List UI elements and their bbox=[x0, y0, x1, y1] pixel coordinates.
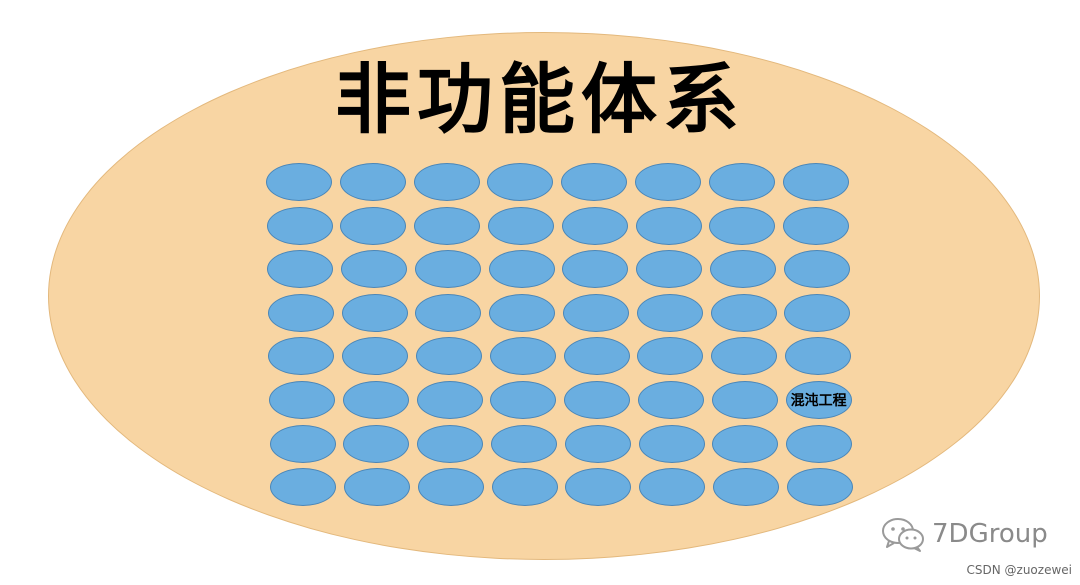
component-cell bbox=[340, 206, 407, 245]
component-cell bbox=[563, 293, 629, 332]
component-cell bbox=[639, 468, 706, 507]
component-cell bbox=[711, 381, 778, 419]
component-cell bbox=[562, 250, 629, 289]
component-cell bbox=[344, 468, 410, 507]
component-cell bbox=[490, 381, 557, 419]
component-cell bbox=[413, 163, 480, 201]
component-cell bbox=[491, 468, 558, 507]
component-cell bbox=[269, 381, 335, 419]
component-cell bbox=[270, 468, 337, 507]
component-cell bbox=[342, 337, 409, 376]
component-cell bbox=[416, 337, 482, 376]
watermark-text: 7DGroup bbox=[932, 519, 1048, 549]
component-cell bbox=[417, 424, 484, 463]
component-cell bbox=[341, 250, 407, 289]
credit-text: CSDN @zuozewei bbox=[966, 563, 1073, 577]
component-cell bbox=[564, 381, 631, 419]
component-cell bbox=[488, 250, 555, 289]
component-cell-chaos-engineering: 混沌工程 bbox=[785, 381, 852, 419]
component-cell bbox=[269, 424, 336, 463]
component-cell bbox=[635, 206, 702, 245]
component-cell bbox=[267, 293, 334, 332]
component-cell bbox=[268, 337, 335, 376]
wechat-icon bbox=[882, 518, 924, 552]
component-cell bbox=[786, 468, 853, 507]
component-cell bbox=[489, 337, 556, 376]
component-cell bbox=[266, 206, 333, 245]
component-cell bbox=[708, 163, 775, 201]
component-cell bbox=[266, 163, 332, 201]
component-cell bbox=[417, 468, 484, 507]
component-cell bbox=[267, 250, 334, 289]
component-cell bbox=[711, 337, 778, 376]
component-cell bbox=[785, 337, 851, 376]
component-cell bbox=[783, 250, 850, 289]
chaos-engineering-label: 混沌工程 bbox=[790, 393, 847, 409]
component-cell bbox=[713, 468, 779, 507]
component-cell bbox=[712, 424, 779, 463]
component-cell bbox=[638, 424, 705, 463]
watermark: 7DGroup bbox=[880, 516, 1048, 552]
component-cell bbox=[563, 337, 630, 376]
component-cell bbox=[637, 337, 704, 376]
component-cell bbox=[339, 163, 406, 201]
component-cell bbox=[710, 250, 776, 289]
component-cell bbox=[414, 206, 481, 245]
component-cell bbox=[415, 293, 482, 332]
component-cell bbox=[342, 381, 409, 419]
component-cell bbox=[561, 206, 628, 245]
component-cell bbox=[710, 293, 777, 332]
component-cell bbox=[341, 293, 408, 332]
diagram-title: 非功能体系 bbox=[335, 55, 745, 144]
component-cell bbox=[489, 293, 556, 332]
component-cell bbox=[784, 293, 851, 332]
component-cell bbox=[709, 206, 776, 245]
component-cell bbox=[636, 293, 703, 332]
component-cell bbox=[488, 206, 554, 245]
component-cell bbox=[565, 468, 632, 507]
component-cell bbox=[782, 163, 849, 201]
component-cell bbox=[636, 250, 703, 289]
component-cell bbox=[786, 424, 853, 463]
component-cell bbox=[416, 381, 483, 419]
component-cell bbox=[564, 424, 631, 463]
component-cell bbox=[414, 250, 481, 289]
component-cell bbox=[491, 424, 557, 463]
component-cell bbox=[487, 163, 554, 201]
component-cell bbox=[635, 163, 701, 201]
component-cell bbox=[561, 163, 628, 201]
component-cell bbox=[783, 206, 850, 245]
component-cell bbox=[638, 381, 704, 419]
component-cell bbox=[343, 424, 410, 463]
